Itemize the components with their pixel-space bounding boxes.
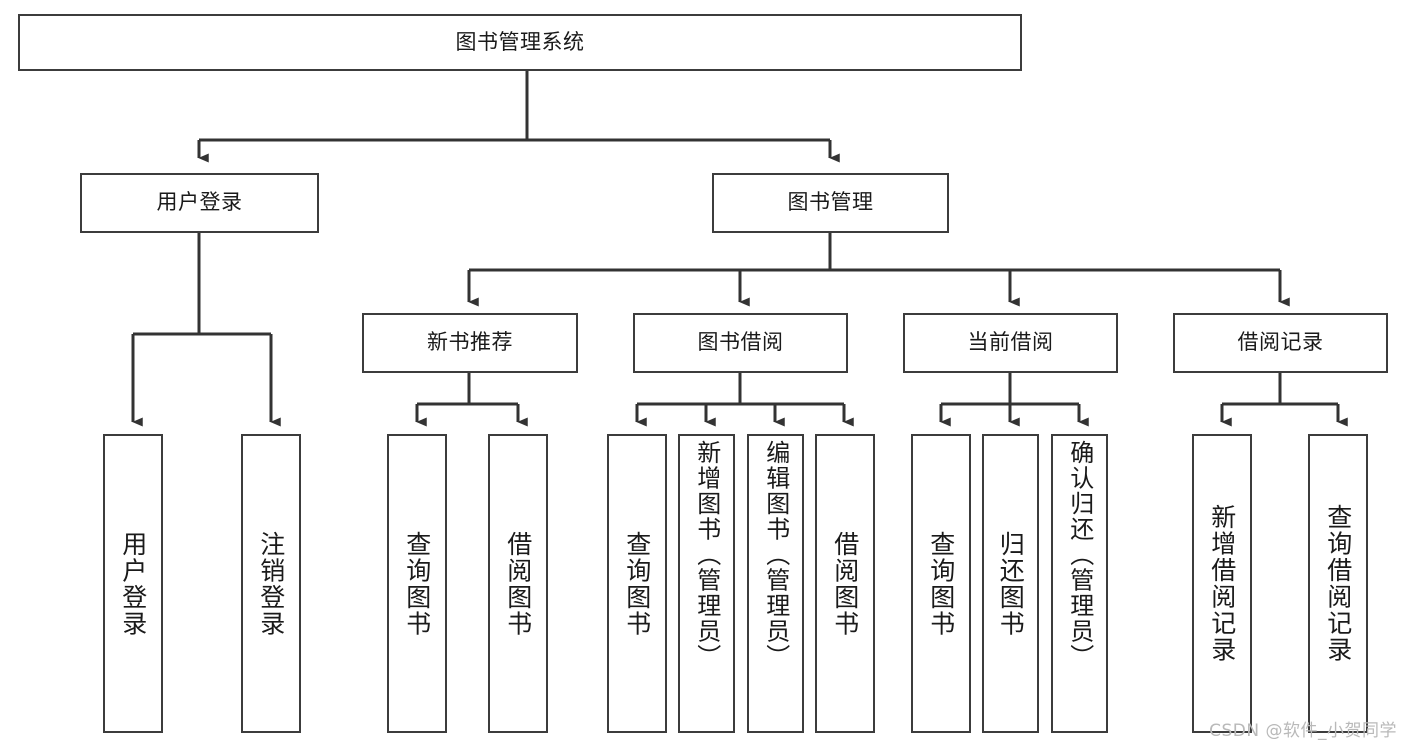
leaf-label: 用户登录 <box>118 530 148 637</box>
node-borrow-record-label: 借阅记录 <box>1237 330 1324 355</box>
leaf-label: 确认归还（管理员） <box>1065 440 1094 670</box>
leaf-current-confirm-return-admin[interactable]: 确认归还（管理员） <box>1051 434 1108 733</box>
leaf-new-book-query[interactable]: 查询图书 <box>387 434 447 733</box>
node-root[interactable]: 图书管理系统 <box>18 14 1022 71</box>
node-new-book-recommend[interactable]: 新书推荐 <box>362 313 578 373</box>
leaf-label: 借阅图书 <box>503 530 533 637</box>
leaf-record-add-record[interactable]: 新增借阅记录 <box>1192 434 1252 733</box>
leaf-label: 查询图书 <box>622 530 652 637</box>
node-current-borrow[interactable]: 当前借阅 <box>903 313 1118 373</box>
leaf-current-query-book[interactable]: 查询图书 <box>911 434 971 733</box>
node-book-manage[interactable]: 图书管理 <box>712 173 949 233</box>
leaf-borrow-query-book[interactable]: 查询图书 <box>607 434 667 733</box>
node-new-book-recommend-label: 新书推荐 <box>427 330 513 355</box>
leaf-label: 查询借阅记录 <box>1323 504 1353 663</box>
leaf-label: 编辑图书（管理员） <box>761 440 790 670</box>
node-borrow-record[interactable]: 借阅记录 <box>1173 313 1388 373</box>
leaf-borrow-edit-book-admin[interactable]: 编辑图书（管理员） <box>747 434 804 733</box>
node-current-borrow-label: 当前借阅 <box>967 330 1054 355</box>
leaf-label: 借阅图书 <box>830 530 860 637</box>
node-book-borrow[interactable]: 图书借阅 <box>633 313 848 373</box>
leaf-label: 注销登录 <box>256 530 286 637</box>
leaf-borrow-add-book-admin[interactable]: 新增图书（管理员） <box>678 434 735 733</box>
leaf-user-login-login[interactable]: 用户登录 <box>103 434 163 733</box>
node-user-login-label: 用户登录 <box>156 190 243 215</box>
leaf-new-book-borrow[interactable]: 借阅图书 <box>488 434 548 733</box>
leaf-label: 查询图书 <box>926 530 956 637</box>
node-root-label: 图书管理系统 <box>455 29 585 54</box>
leaf-label: 新增图书（管理员） <box>692 440 721 670</box>
leaf-label: 新增借阅记录 <box>1207 504 1237 663</box>
leaf-borrow-borrow-book[interactable]: 借阅图书 <box>815 434 875 733</box>
leaf-record-query-record[interactable]: 查询借阅记录 <box>1308 434 1368 733</box>
node-user-login[interactable]: 用户登录 <box>80 173 319 233</box>
leaf-label: 归还图书 <box>996 530 1026 637</box>
node-book-borrow-label: 图书借阅 <box>697 330 784 355</box>
leaf-user-login-logout[interactable]: 注销登录 <box>241 434 301 733</box>
node-book-manage-label: 图书管理 <box>787 190 874 215</box>
watermark: CSDN @软件_小贺同学 <box>1209 721 1397 741</box>
leaf-label: 查询图书 <box>402 530 432 637</box>
leaf-current-return-book[interactable]: 归还图书 <box>982 434 1039 733</box>
